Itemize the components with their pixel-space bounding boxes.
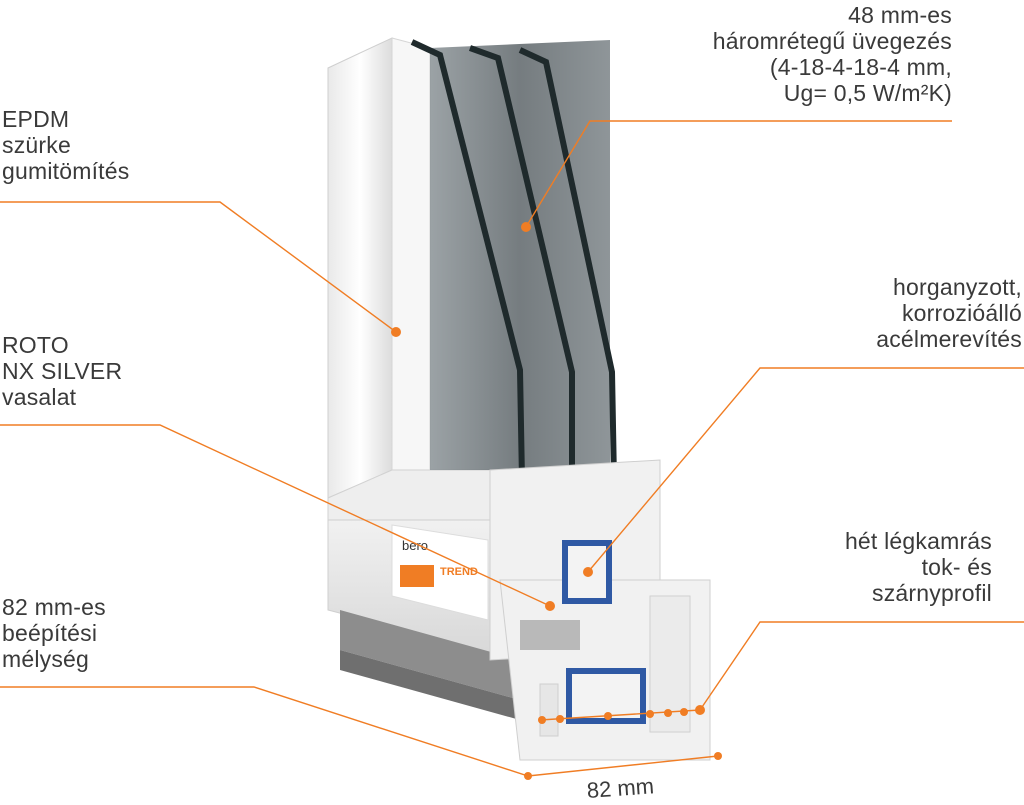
label-steel: horganyzott, korrozióálló acélmerevítés: [876, 274, 1022, 352]
multi-chamber-profile: [489, 459, 711, 761]
product-sticker: bero TREND: [391, 524, 489, 621]
sticker-series: TREND: [440, 566, 478, 578]
dimension-label: 82 mm: [586, 773, 655, 803]
label-hardware: ROTO NX SILVER vasalat: [2, 332, 123, 410]
triple-glazing: [410, 39, 617, 481]
label-glazing: 48 mm-es háromrétegű üvegezés (4-18-4-18…: [712, 2, 952, 106]
label-gasket: EPDM szürke gumitömítés: [2, 106, 130, 184]
label-chambers: hét légkamrás tok- és szárnyprofil: [844, 528, 992, 606]
label-depth: 82 mm-es beépítési mélység: [2, 594, 106, 672]
leader-dots: [391, 222, 722, 780]
leader-lines: [0, 120, 1024, 777]
sticker-brand: bero: [402, 538, 428, 553]
